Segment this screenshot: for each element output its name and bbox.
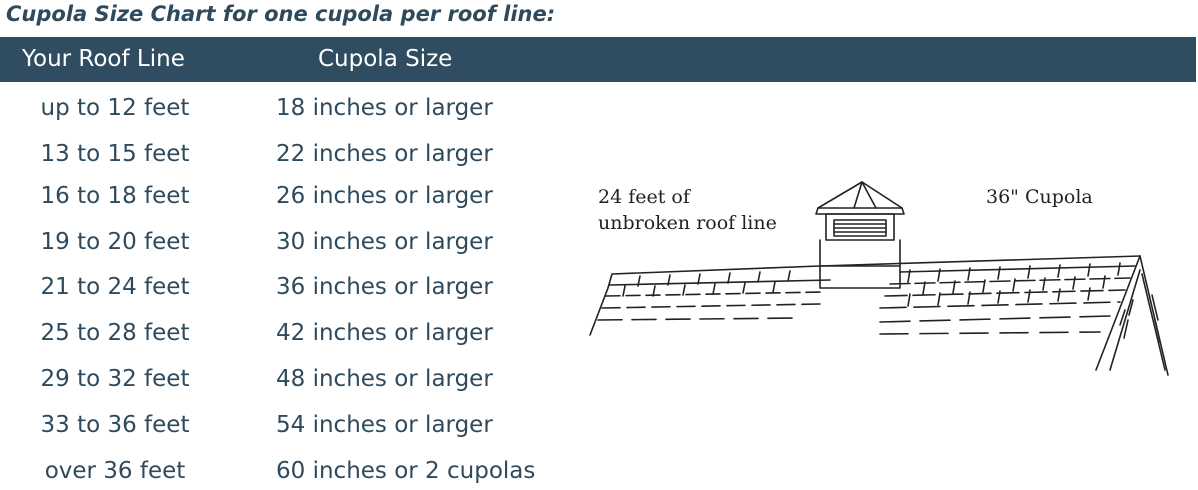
roof-line-cell: over 36 feet: [44, 458, 186, 484]
roof-line-cell: 21 to 24 feet: [40, 274, 190, 300]
size-table-body: up to 12 feet 18 inches or larger 13 to …: [40, 95, 536, 484]
roof-line-label: 24 feet of unbroken roof line: [598, 184, 777, 236]
cupola-size-cell: 22 inches or larger: [276, 141, 493, 167]
cupola-size-cell: 48 inches or larger: [276, 366, 493, 392]
roof-line-cell: 25 to 28 feet: [40, 320, 190, 346]
cupola-size-cell: 60 inches or 2 cupolas: [276, 458, 536, 484]
table-header: Your Roof Line Cupola Size: [0, 37, 1196, 82]
roof-line-cell: up to 12 feet: [40, 95, 190, 121]
chart-title: Cupola Size Chart for one cupola per roo…: [6, 2, 556, 26]
roof-line-cell: 13 to 15 feet: [40, 141, 190, 167]
roof-line-label-line2: unbroken roof line: [598, 212, 777, 234]
cupola-size-cell: 54 inches or larger: [276, 412, 493, 438]
roof-drawing: [589, 181, 1169, 376]
cupola-size-cell: 42 inches or larger: [276, 320, 493, 346]
cupola-size-cell: 18 inches or larger: [276, 95, 493, 121]
roof-line-cell: 29 to 32 feet: [40, 366, 190, 392]
cupola-size-cell: 36 inches or larger: [276, 274, 493, 300]
roof-line-cell: 16 to 18 feet: [40, 183, 190, 209]
cupola-size-cell: 26 inches or larger: [276, 183, 493, 209]
roof-cupola-illustration: 24 feet of unbroken roof line 36" Cupola: [580, 170, 1180, 385]
header-cupola-size: Cupola Size: [318, 46, 453, 72]
roof-line-label-line1: 24 feet of: [598, 186, 690, 208]
cupola-size-label: 36" Cupola: [986, 186, 1093, 208]
cupola-size-cell: 30 inches or larger: [276, 229, 493, 255]
header-roof-line: Your Roof Line: [22, 46, 185, 72]
roof-line-cell: 33 to 36 feet: [40, 412, 190, 438]
roof-line-cell: 19 to 20 feet: [40, 229, 190, 255]
